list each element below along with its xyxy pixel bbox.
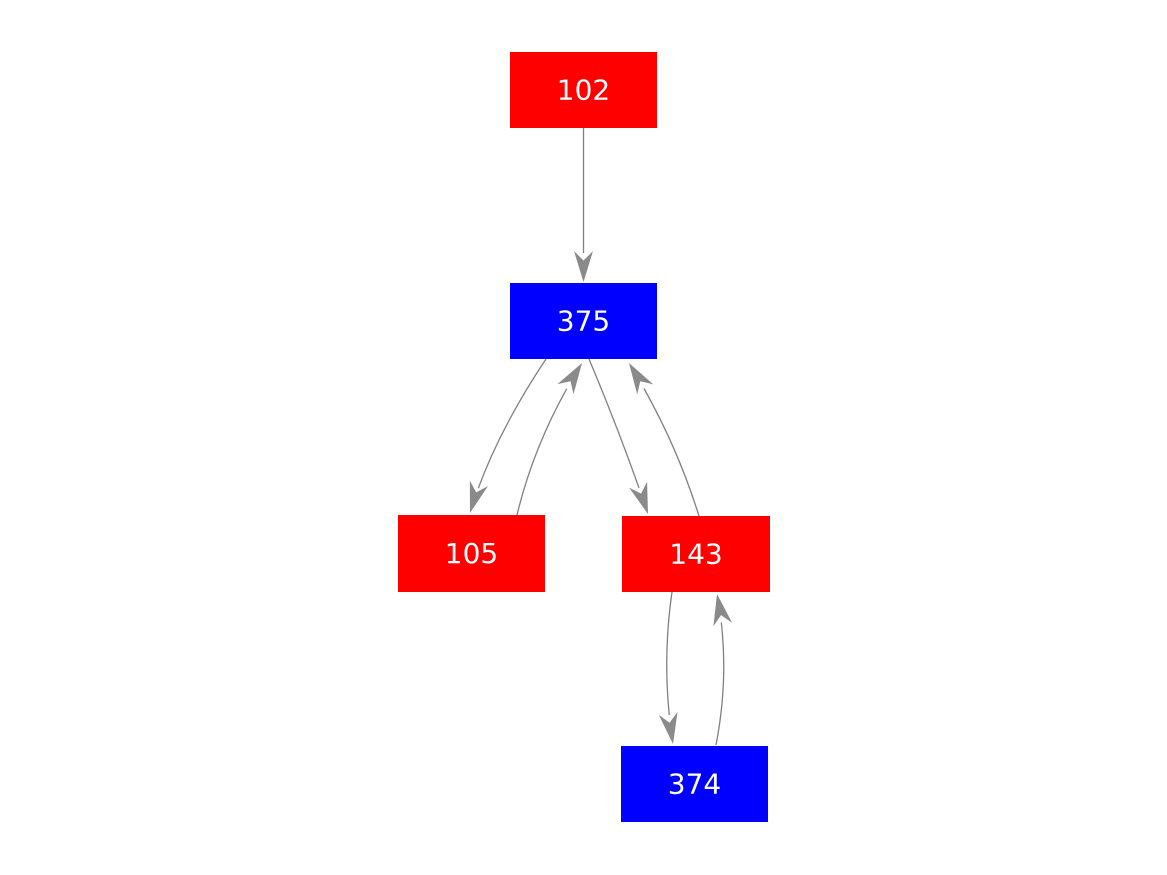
edge-105-to-375 [516, 363, 582, 516]
node-label-102: 102 [557, 74, 610, 107]
node-box-143 [622, 516, 770, 592]
node-box-102 [510, 52, 657, 128]
edges-layer [469, 128, 733, 746]
edge-line [643, 388, 700, 517]
arrowhead-icon [629, 481, 648, 514]
node-label-375: 375 [557, 305, 610, 338]
nodes-layer: 102 375 105 143 374 [398, 52, 770, 822]
node-label-143: 143 [669, 538, 722, 571]
node-374: 374 [621, 746, 768, 822]
edge-374-to-143 [713, 594, 733, 746]
edge-375-to-105 [469, 358, 547, 513]
node-102: 102 [510, 52, 657, 128]
arrowhead-icon [469, 480, 489, 513]
edge-line [715, 622, 725, 746]
node-box-105 [398, 515, 545, 592]
node-box-374 [621, 746, 768, 822]
node-375: 375 [510, 283, 657, 359]
node-label-105: 105 [445, 537, 498, 570]
edge-102-to-375 [574, 128, 593, 282]
edge-375-to-143 [588, 358, 648, 514]
node-box-375 [510, 283, 657, 359]
arrowhead-icon [557, 363, 582, 395]
arrowhead-icon [713, 594, 733, 627]
edge-line [516, 388, 568, 516]
edge-line [666, 591, 673, 716]
arrowhead-icon [574, 251, 593, 282]
arrowhead-icon [629, 363, 654, 395]
edge-line [477, 358, 547, 489]
node-label-374: 374 [668, 768, 721, 801]
node-143: 143 [622, 516, 770, 592]
edge-line [588, 358, 640, 489]
node-105: 105 [398, 515, 545, 592]
arrowhead-icon [658, 711, 678, 744]
edge-143-to-374 [658, 591, 678, 744]
edge-143-to-375 [629, 363, 700, 517]
